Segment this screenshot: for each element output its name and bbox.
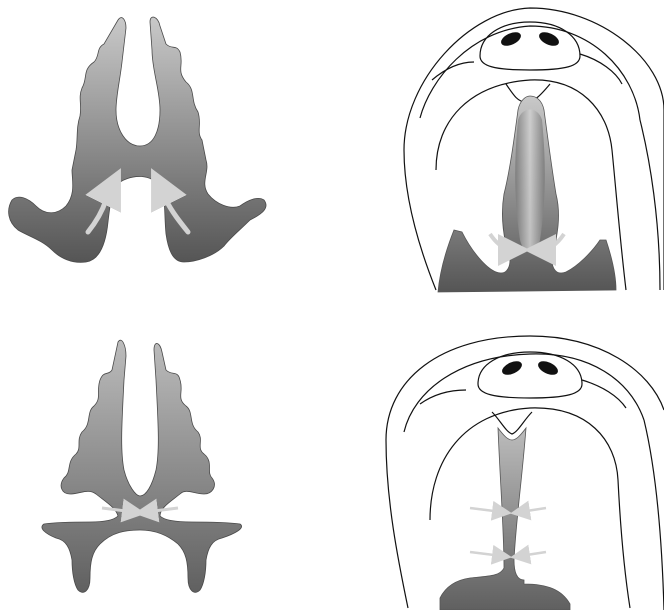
converging-arrow-lower-left-d [470, 552, 502, 556]
nose-outline-d [478, 352, 582, 398]
inner-left-contour-d [404, 354, 644, 432]
panel-c [42, 340, 242, 592]
bone-shape-c [42, 340, 242, 592]
converging-arrow-upper-right-d [520, 508, 546, 512]
thin-strip-d [440, 428, 570, 610]
left-side-d [386, 440, 408, 608]
nostril-left-b [500, 30, 522, 48]
inner-face-d [430, 408, 630, 608]
nostril-right-d [537, 359, 559, 377]
nostril-right-b [538, 30, 560, 48]
left-jaw-line-b [404, 150, 436, 290]
panel-b [404, 8, 664, 292]
panel-a [9, 17, 266, 262]
converging-arrow-upper-left-d [470, 508, 502, 512]
inner-right-contour-b [640, 120, 660, 290]
graft-highlight-b [515, 110, 545, 253]
panel-d [386, 336, 664, 610]
bone-shape-a [9, 17, 266, 262]
cheek-right-d [582, 380, 626, 408]
nostril-left-d [501, 359, 523, 377]
inner-right-contour-d [644, 420, 664, 610]
converging-arrow-lower-right-d [520, 552, 546, 556]
nose-outline-b [480, 22, 580, 70]
cheek-right-b [580, 54, 622, 84]
cheek-left-b [432, 62, 474, 80]
